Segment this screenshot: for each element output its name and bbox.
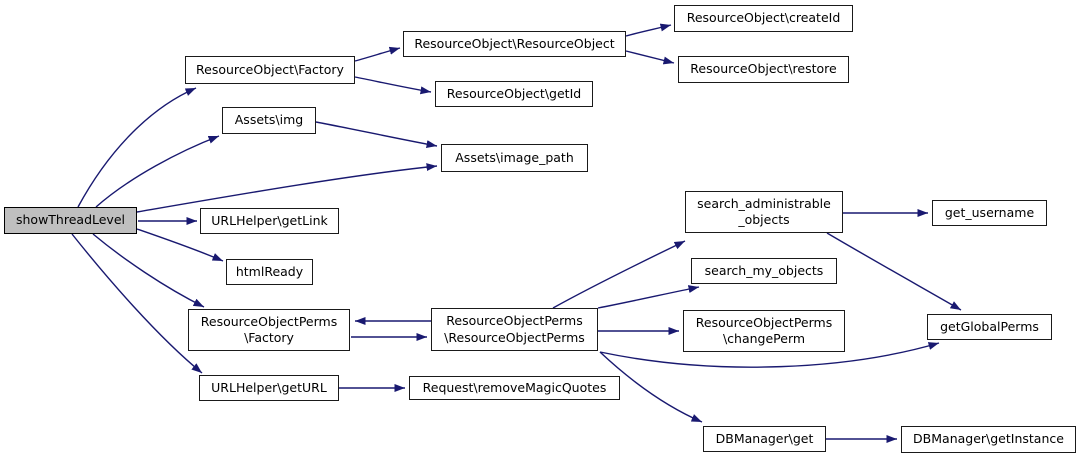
edge-resourceobjectperms-resourceobjectperms--dbmanager-get: [599, 351, 703, 423]
node-label: URLHelper\getLink: [211, 212, 328, 228]
edge-resourceobjectperms-resourceobjectperms--getglobalperms: [599, 342, 940, 368]
node-resourceobject-factory[interactable]: ResourceObject\Factory: [185, 56, 355, 84]
node-resourceobject-resourceobject[interactable]: ResourceObject\ResourceObject: [403, 31, 626, 57]
node-resourceobject-restore[interactable]: ResourceObject\restore: [678, 56, 849, 83]
node-label: ResourceObjectPerms: [446, 313, 583, 328]
node-urlhelper-geturl[interactable]: URLHelper\getURL: [199, 375, 339, 401]
node-label: search_my_objects: [704, 262, 824, 278]
node-search-my-objects[interactable]: search_my_objects: [691, 258, 837, 284]
node-label: \ResourceObjectPerms: [444, 329, 585, 345]
edge-show-thread-level--assets-img: [95, 135, 220, 208]
node-label: DBManager\get: [715, 430, 814, 446]
edge-resourceobject-resourceobject--resourceobject-createid: [625, 23, 672, 37]
node-get-username[interactable]: get_username: [932, 200, 1047, 226]
node-resourceobjectperms-resourceobjectperms[interactable]: ResourceObjectPerms\ResourceObjectPerms: [431, 308, 598, 351]
edge-show-thread-level--resourceobjectperms-factory: [92, 233, 205, 308]
node-resourceobject-getid[interactable]: ResourceObject\getId: [435, 81, 593, 107]
node-label: ResourceObject\Factory: [196, 61, 344, 77]
node-label: \Factory: [244, 330, 294, 345]
node-show-thread-level[interactable]: showThreadLevel: [4, 207, 137, 234]
node-search-administrable-objects[interactable]: search_administrable_objects: [685, 191, 843, 233]
node-assets-image-path[interactable]: Assets\image_path: [441, 144, 588, 172]
node-label: ResourceObject\restore: [690, 61, 837, 77]
node-request-removemagicquotes[interactable]: Request\removeMagicQuotes: [409, 376, 620, 400]
node-label: ResourceObject\createId: [686, 10, 841, 26]
edge-show-thread-level--resourceobject-factory: [77, 87, 197, 208]
node-label: showThreadLevel: [15, 212, 125, 228]
edge-show-thread-level--urlhelper-geturl: [71, 233, 203, 374]
node-resourceobjectperms-changeperm[interactable]: ResourceObjectPerms\changePerm: [683, 310, 845, 352]
node-label: URLHelper\getURL: [211, 379, 327, 395]
node-dbmanager-get[interactable]: DBManager\get: [703, 426, 826, 452]
node-resourceobjectperms-factory[interactable]: ResourceObjectPerms\Factory: [188, 309, 350, 351]
edge-show-thread-level--assets-image-path: [136, 163, 438, 213]
node-label: search_administrable: [697, 195, 831, 211]
node-label: ResourceObject\ResourceObject: [414, 35, 615, 51]
node-dbmanager-getinstance[interactable]: DBManager\getInstance: [901, 426, 1076, 453]
edge-resourceobject-factory--resourceobject-resourceobject: [354, 46, 401, 62]
edge-search-administrable-objects--getglobalperms: [826, 232, 962, 311]
node-assets-img[interactable]: Assets\img: [222, 107, 316, 134]
edge-resourceobjectperms-resourceobjectperms--search-administrable-objects: [552, 240, 686, 309]
node-htmlready[interactable]: htmlReady: [226, 259, 313, 285]
node-label: DBManager\getInstance: [913, 431, 1064, 447]
node-label: ResourceObjectPerms: [200, 313, 338, 329]
node-label: ResourceObjectPerms: [695, 314, 833, 330]
node-label: _objects: [738, 212, 790, 227]
edge-assets-img--assets-image-path: [315, 121, 438, 149]
node-label: Assets\image_path: [455, 149, 574, 165]
node-getglobalperms[interactable]: getGlobalPerms: [927, 314, 1052, 340]
edge-resourceobject-factory--resourceobject-getid: [354, 76, 432, 95]
node-label: ResourceObject\getId: [446, 85, 582, 101]
node-resourceobject-createid[interactable]: ResourceObject\createId: [674, 5, 853, 32]
node-label: get_username: [944, 204, 1035, 220]
node-label: \changePerm: [722, 331, 806, 346]
node-label: Assets\img: [234, 112, 304, 128]
node-label: htmlReady: [235, 263, 304, 279]
edge-resourceobject-resourceobject--resourceobject-restore: [625, 50, 675, 65]
node-label: Request\removeMagicQuotes: [422, 379, 607, 395]
edge-show-thread-level--htmlready: [136, 228, 224, 262]
edge-resourceobjectperms-resourceobjectperms--search-my-objects: [597, 285, 700, 309]
node-urlhelper-getlink[interactable]: URLHelper\getLink: [200, 208, 339, 234]
node-label: getGlobalPerms: [940, 318, 1039, 334]
edge-group: [71, 23, 962, 443]
